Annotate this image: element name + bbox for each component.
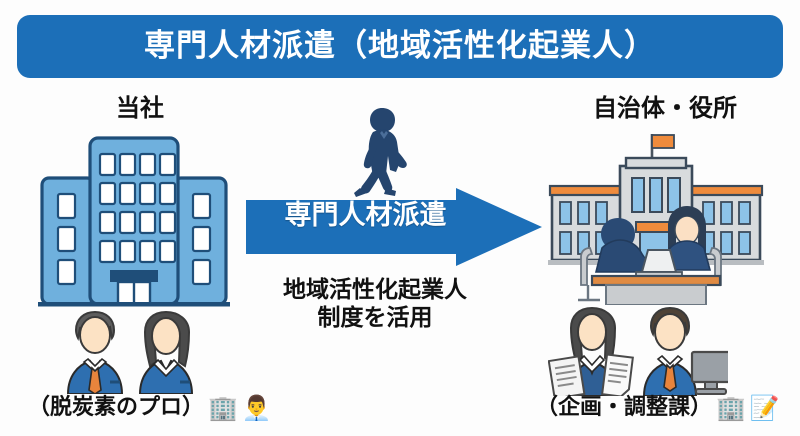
left-caption-text: （脱炭素のプロ） — [28, 395, 205, 420]
walking-businessman-icon — [352, 104, 414, 200]
right-bottom-caption: （企画・調整課） 🏢 📝 — [536, 396, 780, 420]
businesswoman-avatar — [138, 310, 194, 394]
right-section-heading: 自治体・役所 — [593, 94, 737, 122]
company-building-icon — [38, 132, 230, 310]
sub-caption-line-1: 地域活性化起業人 — [283, 277, 467, 303]
office-building-emoji: 🏢 — [208, 394, 238, 422]
government-staff-icons — [548, 300, 728, 396]
left-bottom-caption: （脱炭素のプロ） 🏢 👨‍💼 — [28, 396, 272, 420]
company-people-avatars — [62, 302, 202, 394]
staff-man-with-monitor — [642, 306, 728, 396]
left-section-heading: 当社 — [116, 94, 164, 122]
page-title: 専門人材派遣（地域活性化起業人） — [144, 28, 656, 64]
arrow-sub-caption: 地域活性化起業人 制度を活用 — [250, 276, 500, 332]
arrow-label: 専門人材派遣 — [284, 200, 447, 231]
memo-pencil-emoji: 📝 — [749, 394, 780, 422]
government-building-icon — [548, 130, 764, 305]
businessman-emoji: 👨‍💼 — [241, 394, 272, 422]
businessman-avatar — [66, 310, 124, 394]
right-caption-text: （企画・調整課） — [536, 395, 713, 420]
title-banner: 専門人材派遣（地域活性化起業人） — [17, 15, 783, 78]
transfer-arrow — [246, 188, 542, 266]
staff-woman-with-documents — [548, 306, 634, 396]
office-building-emoji: 🏢 — [716, 394, 746, 422]
sub-caption-line-2: 制度を活用 — [317, 305, 433, 332]
